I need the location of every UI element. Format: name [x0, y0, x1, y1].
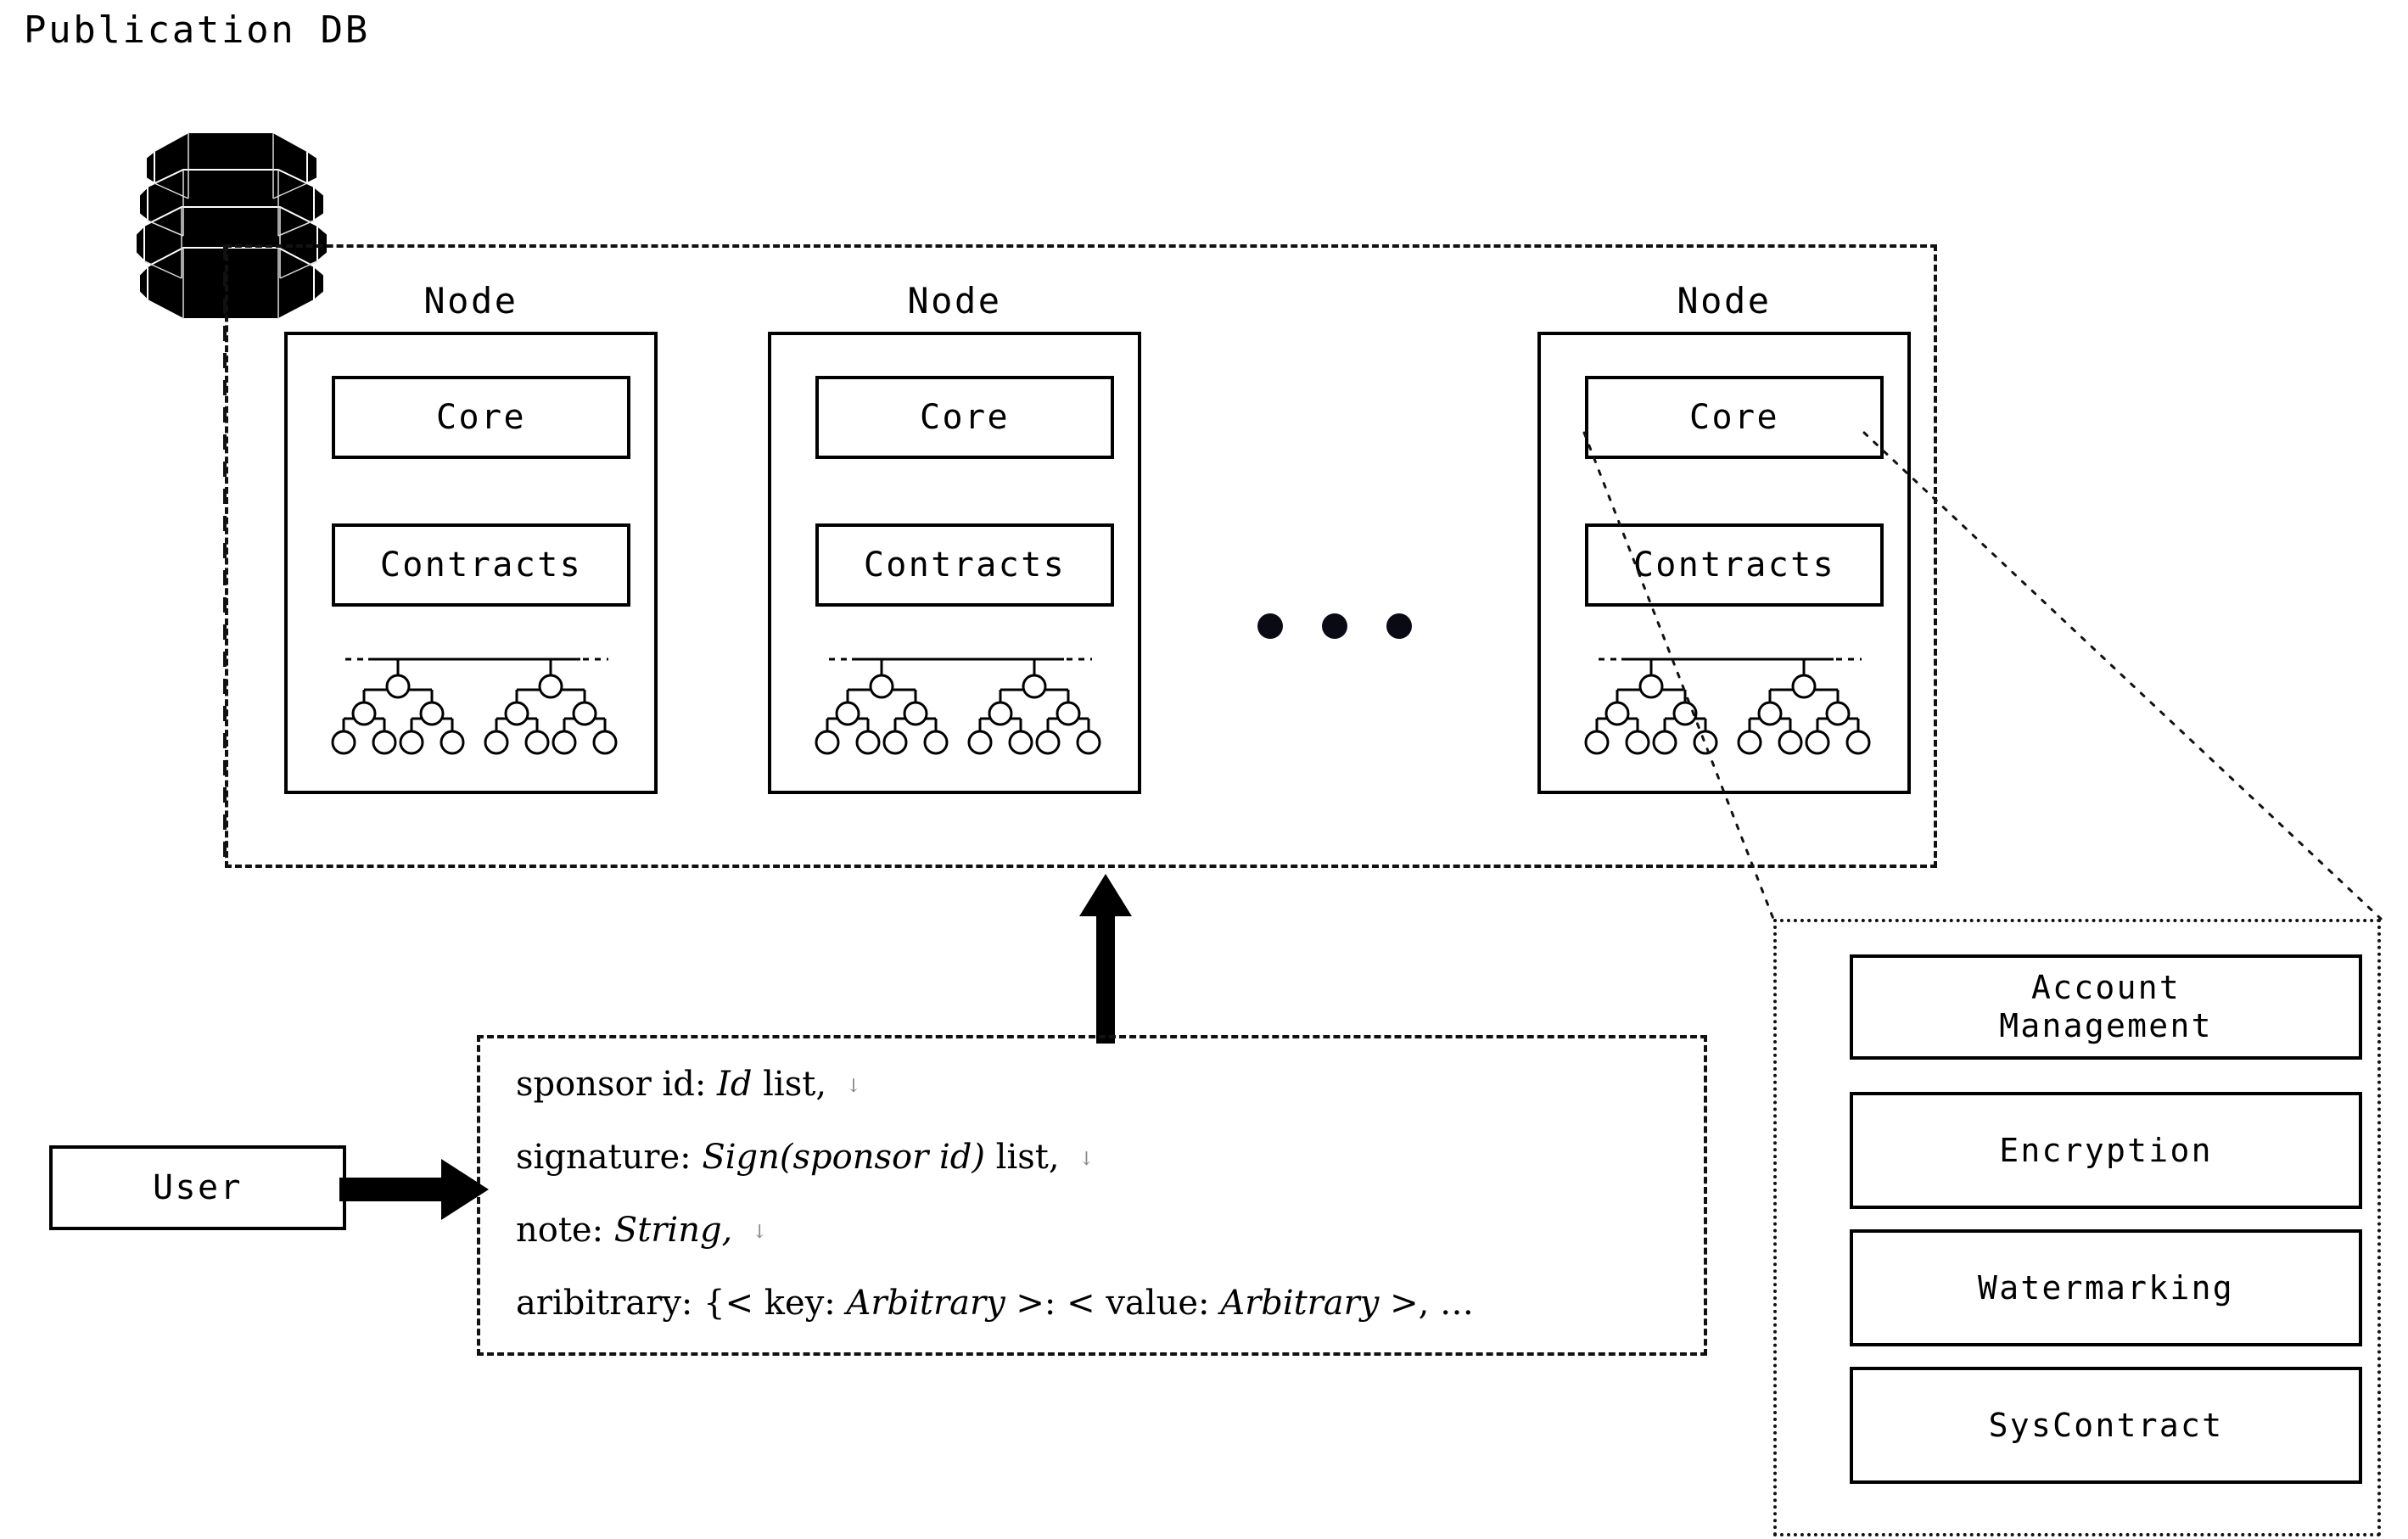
newline-mark-3: ↓ [752, 1222, 768, 1243]
node-group-2: Node Core Contracts [768, 280, 1141, 794]
sys-box-account-management: Account Management [1850, 954, 2362, 1060]
ellipsis-dot-2 [1322, 613, 1347, 639]
user-arrow-right-icon [339, 1156, 489, 1223]
record-type-id: Id [717, 1065, 753, 1104]
record-type-sign: Sign(sponsor id) [702, 1138, 985, 1177]
database-cylinder-icon [95, 117, 367, 346]
submit-arrow-up-icon [1076, 874, 1135, 1044]
record-sep-arbitrary: >: < value: [1016, 1284, 1210, 1323]
user-box: User [49, 1145, 346, 1230]
contracts-box-1: Contracts [332, 523, 630, 607]
sys-box-encryption: Encryption [1850, 1092, 2362, 1209]
newline-mark-2: ↓ [1078, 1149, 1095, 1170]
newline-mark-1: ↓ [845, 1076, 862, 1097]
core-box-3: Core [1585, 376, 1884, 459]
sys-box-account-management-line1: Account [2030, 969, 2181, 1007]
ellipsis-dot-3 [1386, 613, 1412, 639]
record-schema-box: sponsor id: Id list, ↓ signature: Sign(s… [477, 1035, 1707, 1356]
record-tail-signature: list, [995, 1138, 1060, 1177]
ellipsis-dot-1 [1257, 613, 1283, 639]
record-line-sponsor-id: sponsor id: Id list, ↓ [516, 1067, 861, 1101]
record-key-sponsor-id: sponsor id: [516, 1065, 707, 1104]
record-tail-sponsor-id: list, [763, 1065, 827, 1104]
contracts-box-3: Contracts [1585, 523, 1884, 607]
node-group-1: Node Core Contracts [284, 280, 658, 794]
merkle-tree-diagram-1 [322, 649, 627, 759]
core-box-2: Core [815, 376, 1114, 459]
sys-box-syscontract: SysContract [1850, 1367, 2362, 1484]
merkle-tree-diagram-3 [1575, 649, 1880, 759]
node-box-1: Core Contracts [284, 332, 658, 794]
node-label-2: Node [907, 280, 1002, 322]
contracts-box-2: Contracts [815, 523, 1114, 607]
node-box-3: Core Contracts [1537, 332, 1911, 794]
record-key-arbitrary: aribitrary: {< key: [516, 1284, 836, 1323]
record-type-string: String, [613, 1211, 733, 1250]
merkle-tree-diagram-2 [805, 649, 1111, 759]
system-contracts-panel: Account Management Encryption Watermarki… [1773, 919, 2381, 1536]
node-group-3: Node Core Contracts [1537, 280, 1911, 794]
record-key-note: note: [516, 1211, 604, 1250]
core-box-1: Core [332, 376, 630, 459]
record-type-arbitrary-value: Arbitrary [1220, 1284, 1380, 1323]
record-line-arbitrary: aribitrary: {< key: Arbitrary >: < value… [516, 1286, 1474, 1320]
node-label-3: Node [1677, 280, 1772, 322]
record-line-signature: signature: Sign(sponsor id) list, ↓ [516, 1140, 1095, 1174]
record-type-arbitrary-key: Arbitrary [846, 1284, 1005, 1323]
sys-box-account-management-line2: Management [1999, 1007, 2213, 1044]
record-line-note: note: String, ↓ [516, 1213, 767, 1247]
node-label-1: Node [423, 280, 518, 322]
nodes-ellipsis-icon [1257, 613, 1412, 639]
record-suffix-arbitrary: >, … [1390, 1284, 1475, 1323]
record-key-signature: signature: [516, 1138, 692, 1177]
diagram-title: Publication DB [24, 8, 370, 52]
node-box-2: Core Contracts [768, 332, 1141, 794]
sys-box-watermarking: Watermarking [1850, 1229, 2362, 1346]
